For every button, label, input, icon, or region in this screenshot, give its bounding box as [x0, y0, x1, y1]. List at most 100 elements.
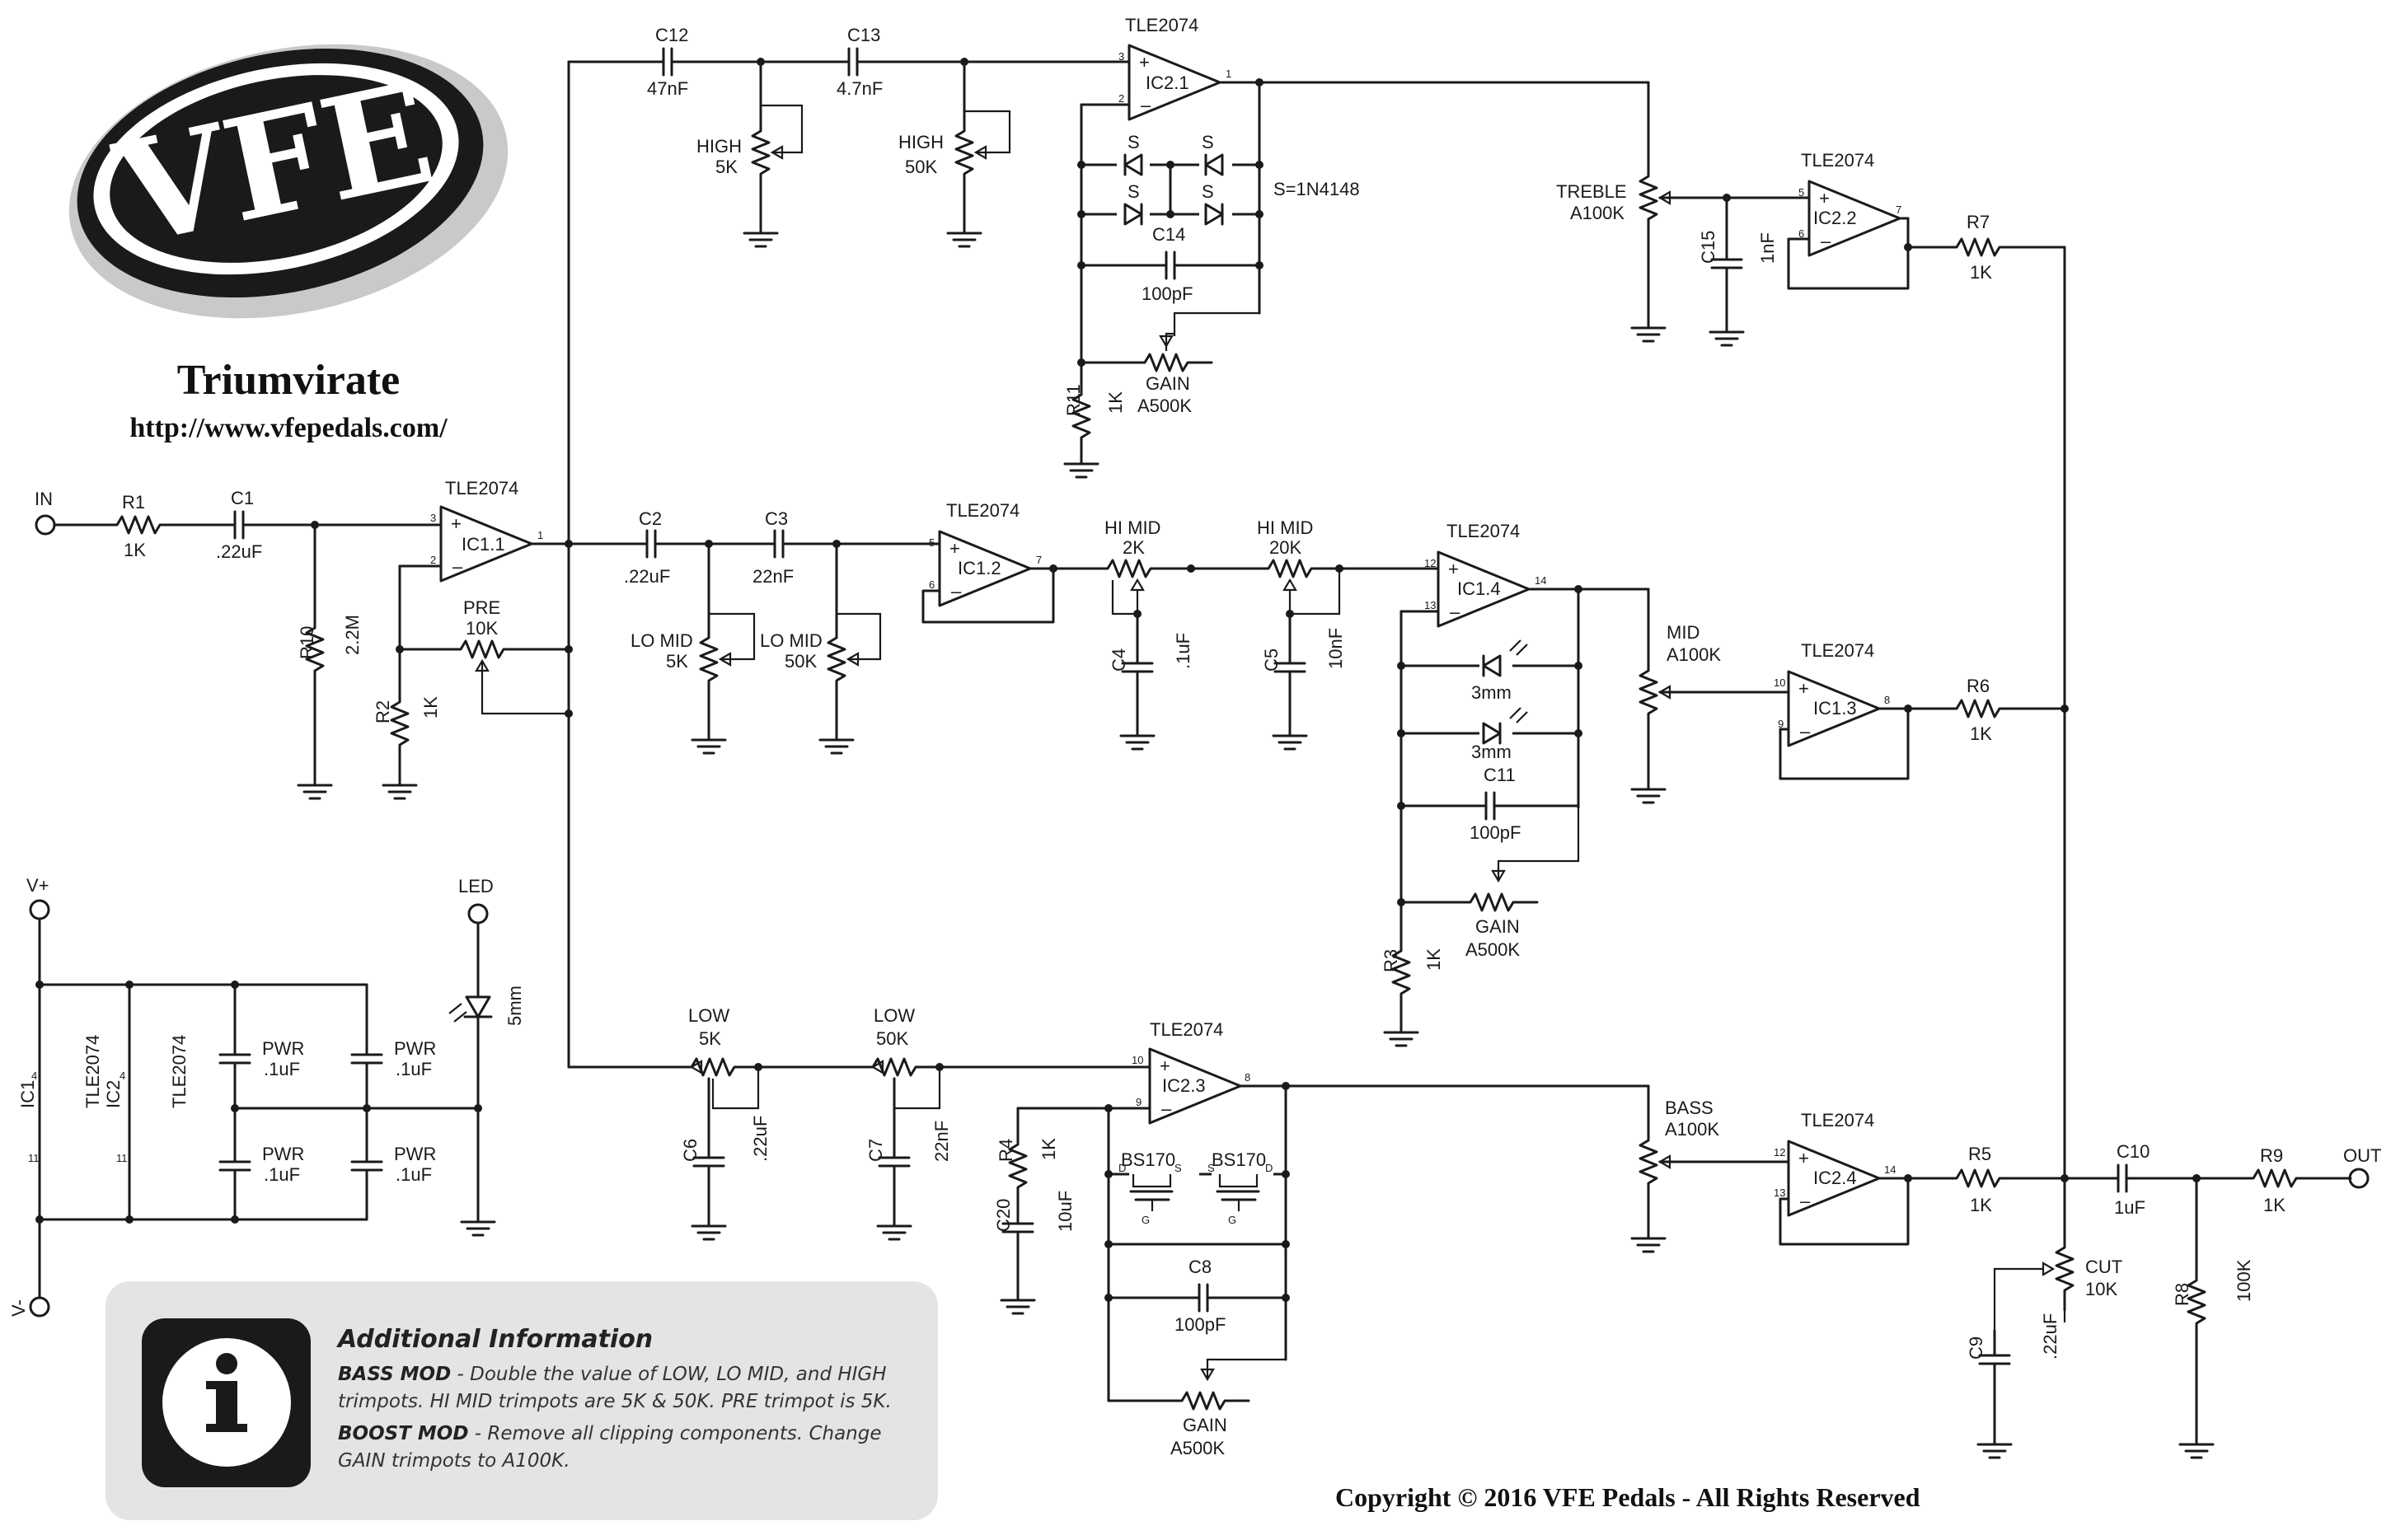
- ic14-label: IC1.4: [1457, 578, 1501, 599]
- label-c2: C2: [639, 508, 662, 529]
- label-d2: D: [1265, 1162, 1273, 1174]
- info-heading: Additional Information: [336, 1325, 653, 1354]
- ic12-label: IC1.2: [958, 558, 1001, 578]
- pin-ic11-1: 1: [537, 529, 543, 541]
- label-c12v: 47nF: [647, 78, 688, 99]
- pin-ic12-5: 5: [929, 536, 935, 549]
- pin-ic24-14: 14: [1884, 1163, 1896, 1176]
- label-himid-1v: 2K: [1123, 537, 1145, 558]
- label-mid: MID: [1667, 622, 1699, 643]
- svg-text:BASS MOD - Double the value of: BASS MOD - Double the value of LOW, LO M…: [338, 1364, 887, 1385]
- pin-ic22-7: 7: [1896, 204, 1901, 216]
- pin-ic11-2: 2: [430, 554, 436, 566]
- pin-ic23-8: 8: [1245, 1071, 1250, 1084]
- label-vplus: V+: [26, 875, 49, 896]
- label-lomid-2: LO MID: [760, 630, 823, 651]
- svg-text:–: –: [1800, 721, 1811, 742]
- label-low-2v: 50K: [876, 1028, 908, 1049]
- pin-ic24-12: 12: [1774, 1146, 1785, 1159]
- pin-ic14-13: 13: [1424, 599, 1436, 611]
- signal-wiring: [53, 44, 2352, 1459]
- label-high-1: HIGH: [696, 136, 742, 157]
- svg-text:+: +: [1798, 1148, 1809, 1168]
- label-r11: R11: [1063, 384, 1084, 416]
- label-r10v: 2.2M: [342, 615, 363, 655]
- label-lomid-1v: 5K: [666, 651, 688, 672]
- label-c20v: 10uF: [1055, 1191, 1076, 1232]
- led-terminal: [467, 903, 489, 924]
- label-himid-1: HI MID: [1104, 517, 1160, 538]
- bass-mod-text-2: trimpots. HI MID trimpots are 5K & 50K. …: [338, 1391, 892, 1412]
- label-ic1: IC1: [17, 1080, 38, 1108]
- website-url[interactable]: http://www.vfepedals.com/: [129, 413, 448, 443]
- label-r1v: 1K: [124, 540, 146, 560]
- label-midv: A100K: [1667, 644, 1721, 665]
- label-pwr-4: PWR: [394, 1144, 436, 1164]
- ic21-label: IC2.1: [1146, 73, 1189, 93]
- ic22-part: TLE2074: [1801, 150, 1874, 171]
- label-low-2: LOW: [874, 1005, 915, 1026]
- label-s2: S: [1202, 132, 1214, 152]
- label-cutv: 10K: [2085, 1279, 2117, 1299]
- label-high-1v: 5K: [715, 157, 738, 177]
- svg-text:–: –: [951, 581, 962, 601]
- label-r7: R7: [1967, 212, 1990, 232]
- label-r3v: 1K: [1423, 948, 1444, 971]
- label-out: OUT: [2343, 1145, 2381, 1166]
- label-ic2-part: TLE2074: [169, 1035, 190, 1108]
- label-r5: R5: [1968, 1144, 1991, 1164]
- component-labels: IN OUT V+ V- LED R1 1K C1 .22uF R10 2.2M…: [8, 25, 2381, 1458]
- label-treble: TREBLE: [1556, 181, 1627, 202]
- label-r9: R9: [2260, 1145, 2283, 1166]
- label-r4v: 1K: [1038, 1138, 1059, 1160]
- label-pwr-3: PWR: [262, 1144, 304, 1164]
- ic14-part: TLE2074: [1446, 521, 1520, 541]
- label-r3: R3: [1381, 949, 1401, 972]
- label-r8: R8: [2172, 1283, 2192, 1306]
- label-c15v: 1nF: [1757, 232, 1778, 264]
- label-g2: G: [1228, 1214, 1236, 1226]
- pin-ic23-10: 10: [1132, 1054, 1143, 1066]
- label-c7v: 22nF: [931, 1121, 952, 1162]
- label-lomid-1: LO MID: [631, 630, 693, 651]
- label-s4: S: [1202, 181, 1214, 202]
- svg-text:+: +: [1798, 678, 1809, 699]
- svg-text:+: +: [949, 538, 960, 559]
- svg-text:+: +: [1448, 559, 1459, 579]
- svg-text:–: –: [1800, 1191, 1811, 1211]
- label-pre: PRE: [463, 597, 500, 618]
- label-r2: R2: [373, 700, 393, 723]
- label-r5v: 1K: [1970, 1195, 1992, 1215]
- label-gain-1v: A500K: [1137, 396, 1192, 416]
- info-box: Additional Information BASS MOD - Double…: [105, 1281, 938, 1520]
- label-ic1-part: TLE2074: [82, 1035, 103, 1108]
- label-s3: S: [1128, 181, 1140, 202]
- pin-ic11-3: 3: [430, 512, 436, 524]
- ic12-part: TLE2074: [946, 500, 1020, 521]
- ic22-label: IC2.2: [1813, 208, 1857, 228]
- label-c11v: 100pF: [1470, 822, 1521, 843]
- ic23-label: IC2.3: [1162, 1075, 1206, 1096]
- svg-text:–: –: [1821, 231, 1831, 251]
- label-gain-3: GAIN: [1183, 1415, 1227, 1435]
- pin-ic14-14: 14: [1535, 574, 1546, 587]
- label-himid-2: HI MID: [1257, 517, 1313, 538]
- label-c14v: 100pF: [1142, 283, 1193, 304]
- label-high-2: HIGH: [898, 132, 944, 152]
- label-c12: C12: [655, 25, 688, 45]
- label-pwr-2: PWR: [394, 1038, 436, 1059]
- label-c14: C14: [1152, 224, 1185, 245]
- label-r9v: 1K: [2263, 1195, 2286, 1215]
- label-cut: CUT: [2085, 1257, 2122, 1277]
- label-sdesc: S=1N4148: [1273, 179, 1360, 199]
- label-c6v: .22uF: [750, 1116, 771, 1162]
- label-g1: G: [1142, 1214, 1150, 1226]
- svg-text:+: +: [1160, 1056, 1170, 1076]
- svg-text:–: –: [1450, 601, 1460, 622]
- copyright: Copyright © 2016 VFE Pedals - All Rights…: [1335, 1482, 1920, 1512]
- label-r8v: 100K: [2234, 1259, 2254, 1302]
- ic11-part: TLE2074: [445, 478, 518, 499]
- output-jack: [2348, 1168, 2370, 1189]
- label-high-2v: 50K: [905, 157, 937, 177]
